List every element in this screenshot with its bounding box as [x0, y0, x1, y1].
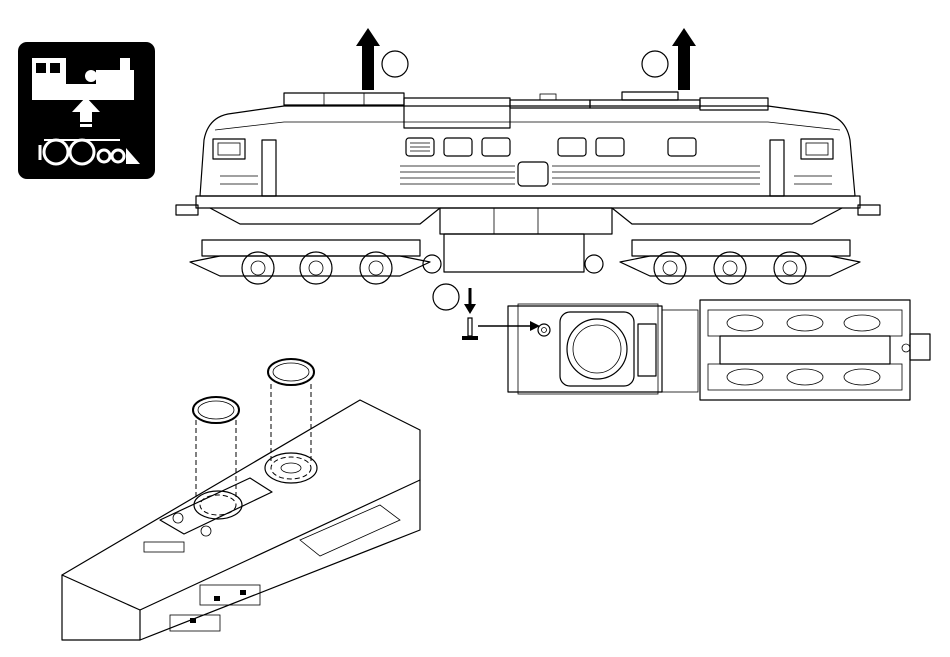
chassis-top-view — [508, 300, 930, 400]
pointer-arrow-icon — [478, 321, 540, 331]
step-circle-rear — [642, 51, 668, 77]
screw-icon — [462, 318, 478, 340]
step-circle-screw — [433, 284, 459, 310]
steam-locomotive-lift-icon — [18, 42, 155, 179]
lift-arrow-rear-icon — [672, 28, 696, 90]
speaker-housing-isometric — [62, 400, 420, 640]
step-circle-front — [382, 51, 408, 77]
lift-arrow-front-icon — [356, 28, 380, 90]
diesel-locomotive-side-view — [176, 92, 880, 284]
down-arrow-icon — [464, 288, 476, 314]
